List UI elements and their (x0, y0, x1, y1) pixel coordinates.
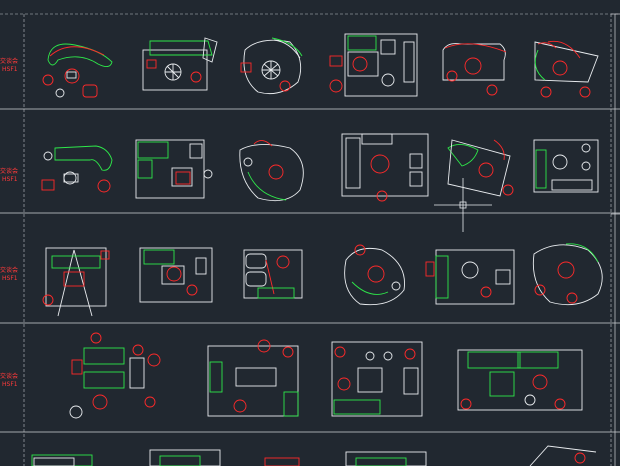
row-label-4: 交谈会 (0, 372, 18, 380)
furniture-block-r3c5[interactable] (425, 249, 515, 305)
frame-lines (0, 13, 620, 466)
furniture-block-r2c4[interactable] (341, 133, 429, 202)
furniture-block-r1c2[interactable] (142, 37, 218, 91)
furniture-block-r3c3[interactable] (243, 249, 303, 299)
furniture-block-r5c2[interactable] (149, 449, 221, 466)
crosshair-cursor (434, 178, 492, 232)
furniture-block-r2c3[interactable] (239, 140, 304, 202)
row-label-1: 交谈会 (0, 57, 18, 65)
furniture-block-r5c5[interactable] (529, 445, 597, 466)
furniture-block-r3c1[interactable] (42, 247, 110, 317)
furniture-block-r3c2[interactable] (139, 247, 213, 303)
furniture-block-r1c4[interactable] (329, 33, 418, 97)
furniture-block-r3c6[interactable] (532, 243, 603, 306)
furniture-block-r4c2[interactable] (207, 339, 299, 417)
furniture-block-r3c4[interactable] (344, 244, 405, 306)
furniture-block-r5c1[interactable] (31, 454, 93, 466)
furniture-block-r4c1[interactable] (69, 332, 161, 419)
furniture-block-r5c3[interactable] (264, 457, 300, 466)
row-label-1-code: HSF1 (2, 66, 18, 73)
furniture-block-r1c5[interactable] (442, 43, 507, 96)
row-label-4-code: HSF1 (2, 381, 18, 388)
furniture-block-r4c3[interactable] (331, 341, 423, 417)
row-label-2-code: HSF1 (2, 176, 18, 183)
furniture-block-r1c3[interactable] (240, 37, 303, 95)
furniture-block-r1c1[interactable] (42, 43, 113, 98)
furniture-block-r1c6[interactable] (534, 40, 599, 98)
furniture-block-r2c1[interactable] (41, 145, 113, 193)
row-label-3-code: HSF1 (2, 275, 18, 282)
furniture-block-r2c2[interactable] (135, 139, 213, 199)
furniture-block-r2c5[interactable] (447, 139, 514, 197)
furniture-block-r5c4[interactable] (345, 451, 427, 466)
row-label-2: 交谈会 (0, 167, 18, 175)
furniture-block-r4c4[interactable] (457, 349, 583, 411)
furniture-block-r2c6[interactable] (533, 139, 599, 193)
row-label-3: 交谈会 (0, 266, 18, 274)
